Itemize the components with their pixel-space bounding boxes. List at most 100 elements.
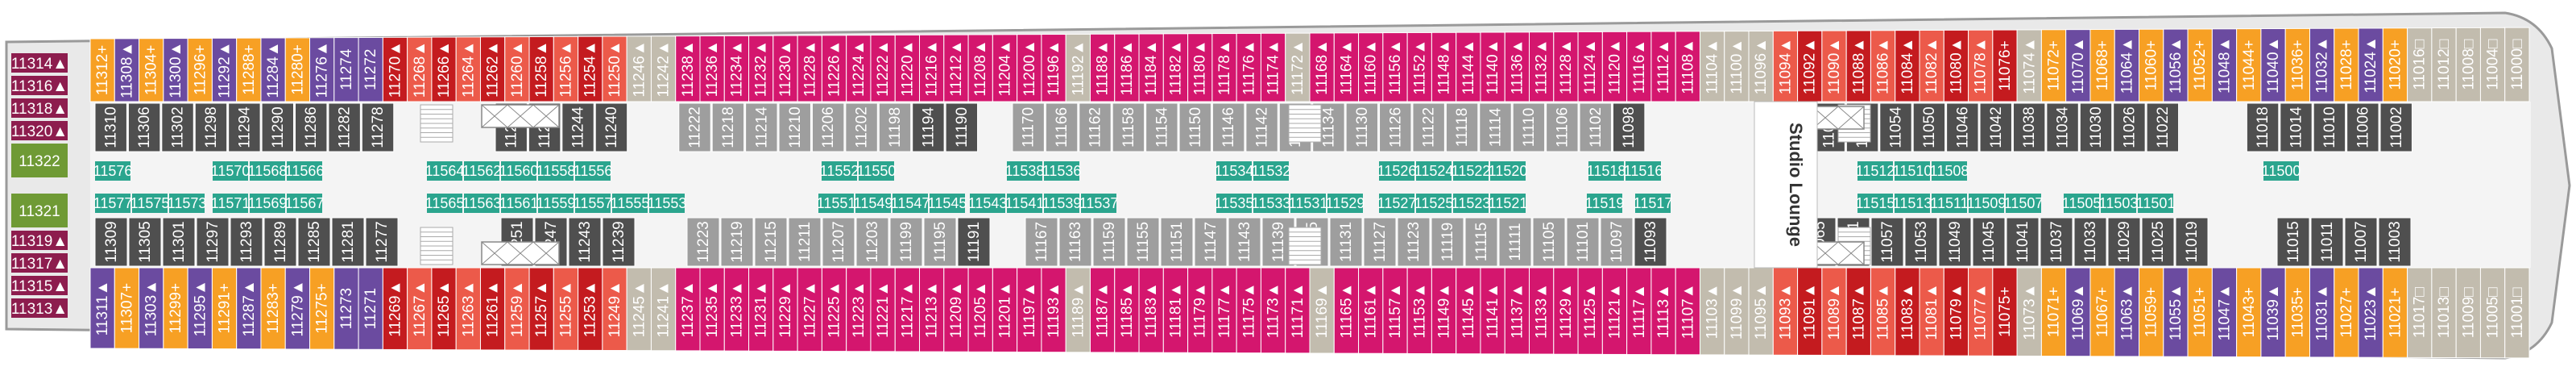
studio-11522[interactable]: 11522	[1452, 161, 1491, 181]
cabin-11046[interactable]: 11046	[1946, 102, 1979, 152]
cabin-11041[interactable]: 11041	[2006, 217, 2040, 267]
cabin-11301[interactable]: 11301	[162, 217, 196, 267]
cabin-11174[interactable]: 11174▲	[1260, 32, 1286, 102]
cabin-11143[interactable]: 11143	[1228, 217, 1261, 267]
cabin-11072[interactable]: 11072+	[2040, 29, 2067, 102]
cabin-11214[interactable]: 11214	[745, 102, 778, 152]
studio-11538[interactable]: 11538	[1005, 161, 1045, 181]
cabin-11198[interactable]: 11198	[878, 102, 912, 152]
studio-11568[interactable]: 11568	[248, 161, 288, 181]
cabin-11040[interactable]: 11040▲	[2260, 28, 2286, 102]
cabin-11203[interactable]: 11203	[855, 217, 889, 267]
cabin-11187[interactable]: 11187▲	[1089, 267, 1116, 353]
studio-11563[interactable]: 11563	[462, 194, 502, 213]
studio-11562[interactable]: 11562	[462, 161, 502, 181]
cabin-11047[interactable]: 11047▲	[2211, 267, 2238, 357]
cabin-11011[interactable]: 11011	[2310, 217, 2344, 267]
studio-11519[interactable]: 11519	[1585, 194, 1625, 213]
cabin-11110[interactable]: 11110	[1512, 102, 1546, 152]
cabin-11133[interactable]: 11133▲	[1529, 267, 1555, 355]
cabin-11217[interactable]: 11217▲	[894, 267, 921, 352]
cabin-11082[interactable]: 11082▲	[1919, 30, 1944, 102]
cabin-11036[interactable]: 11036+	[2284, 27, 2310, 102]
cabin-11125[interactable]: 11125▲	[1577, 267, 1603, 355]
cabin-11311[interactable]: 11311▲	[89, 267, 115, 349]
cabin-11023[interactable]: 11023▲	[2358, 267, 2383, 358]
cabin-11254[interactable]: 11254▲	[578, 35, 603, 102]
cabin-11166[interactable]: 11166	[1045, 102, 1079, 152]
cabin-11308[interactable]: 11308▲	[114, 38, 140, 102]
cabin-11093[interactable]: 11093	[1634, 217, 1667, 267]
cabin-11093[interactable]: 11093▲	[1772, 267, 1799, 356]
cabin-11054[interactable]: 11054	[1879, 102, 1912, 152]
cabin-11141[interactable]: 11141▲	[1480, 267, 1505, 355]
cabin-11194[interactable]: 11194	[912, 102, 945, 152]
cabin-11229[interactable]: 11229▲	[772, 267, 798, 352]
cabin-11196[interactable]: 11196▲	[1041, 34, 1066, 102]
cabin-11202[interactable]: 11202	[845, 102, 878, 152]
cabin-11068[interactable]: 11068+	[2089, 29, 2115, 102]
cabin-11184[interactable]: 11184▲	[1138, 33, 1164, 102]
cabin-11103[interactable]: 11103▲	[1699, 267, 1725, 356]
cabin-11276[interactable]: 11276▲	[309, 37, 335, 102]
studio-11517[interactable]: 11517	[1634, 194, 1673, 213]
cabin-11268[interactable]: 11268▲	[407, 36, 433, 102]
studio-11561[interactable]: 11561	[499, 194, 539, 213]
cabin-11078[interactable]: 11078▲	[1968, 29, 1994, 102]
suite-11313[interactable]: 11313▲	[11, 298, 68, 318]
cabin-11285[interactable]: 11285	[297, 217, 331, 267]
cabin-11086[interactable]: 11086▲	[1870, 30, 1896, 102]
cabin-11280[interactable]: 11280+	[284, 37, 311, 102]
cabin-11239[interactable]: 11239	[602, 217, 636, 267]
cabin-11222[interactable]: 11222	[678, 102, 711, 152]
cabin-11170[interactable]: 11170	[1012, 102, 1045, 152]
cabin-11172[interactable]: 11172▲	[1285, 32, 1311, 102]
cabin-11006[interactable]: 11006	[2346, 102, 2379, 152]
cabin-11262[interactable]: 11262▲	[479, 36, 506, 102]
cabin-11238[interactable]: 11238▲	[675, 35, 701, 102]
cabin-11037[interactable]: 11037	[2040, 217, 2073, 267]
cabin-11176[interactable]: 11176▲	[1236, 32, 1261, 102]
studio-11531[interactable]: 11531	[1289, 194, 1328, 213]
cabin-11076[interactable]: 11076+	[1992, 29, 2018, 102]
cabin-11302[interactable]: 11302	[161, 102, 194, 152]
cabin-11004[interactable]: 11004□	[2479, 27, 2506, 102]
cabin-11043[interactable]: 11043+	[2236, 267, 2262, 358]
cabin-11071[interactable]: 11071+	[2040, 267, 2067, 357]
cabin-11035[interactable]: 11035+	[2284, 267, 2310, 358]
cabin-11025[interactable]: 11025	[2141, 217, 2175, 267]
cabin-11013[interactable]: 11013□	[2431, 267, 2457, 359]
cabin-11059[interactable]: 11059+	[2139, 267, 2164, 357]
studio-11534[interactable]: 11534	[1215, 161, 1254, 181]
cabin-11014[interactable]: 11014	[2280, 102, 2313, 152]
cabin-11137[interactable]: 11137▲	[1504, 267, 1530, 355]
cabin-11275[interactable]: 11275+	[309, 267, 335, 350]
cabin-11144[interactable]: 11144▲	[1456, 31, 1481, 102]
studio-11507[interactable]: 11507	[2004, 194, 2044, 213]
cabin-11205[interactable]: 11205▲	[967, 267, 993, 352]
cabin-11200[interactable]: 11200▲	[1017, 34, 1042, 102]
cabin-11111[interactable]: 11111	[1498, 217, 1532, 267]
cabin-11000[interactable]: 11000□	[2504, 27, 2530, 102]
cabin-11015[interactable]: 11015	[2276, 217, 2310, 267]
cabin-11266[interactable]: 11266▲	[431, 36, 457, 102]
cabin-11289[interactable]: 11289	[263, 217, 297, 267]
studio-11536[interactable]: 11536	[1042, 161, 1082, 181]
cabin-11127[interactable]: 11127	[1363, 217, 1397, 267]
studio-11525[interactable]: 11525	[1414, 194, 1454, 213]
cabin-11070[interactable]: 11070▲	[2065, 29, 2091, 102]
cabin-11244[interactable]: 11244	[561, 102, 594, 152]
cabin-11018[interactable]: 11018	[2246, 102, 2280, 152]
cabin-11283[interactable]: 11283+	[260, 267, 286, 350]
cabin-11215[interactable]: 11215	[754, 217, 788, 267]
cabin-11132[interactable]: 11132▲	[1529, 31, 1555, 102]
cabin-11060[interactable]: 11060+	[2139, 28, 2164, 102]
cabin-11010[interactable]: 11010	[2313, 102, 2346, 152]
cabin-11179[interactable]: 11179▲	[1187, 267, 1213, 353]
cabin-11063[interactable]: 11063▲	[2114, 267, 2140, 357]
cabin-11309[interactable]: 11309	[94, 217, 128, 267]
cabin-11091[interactable]: 11091▲	[1797, 267, 1823, 356]
cabin-11147[interactable]: 11147	[1194, 217, 1228, 267]
studio-11569[interactable]: 11569	[248, 194, 288, 213]
cabin-11161[interactable]: 11161▲	[1358, 267, 1384, 354]
